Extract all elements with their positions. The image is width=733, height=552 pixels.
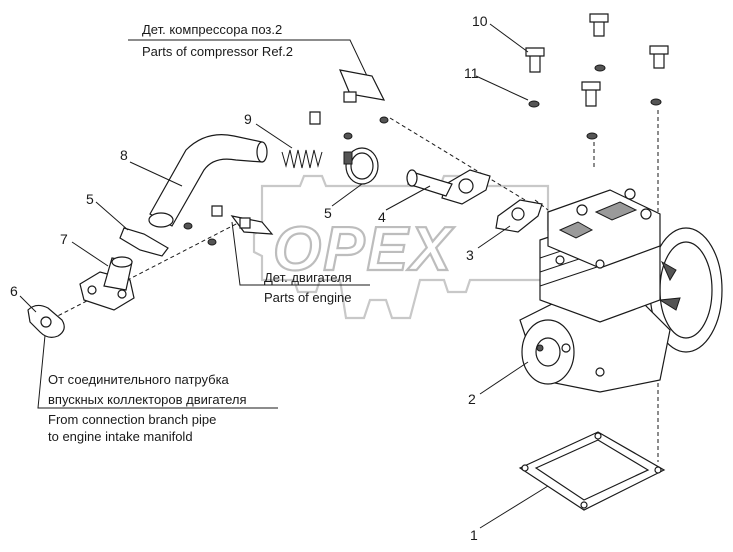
callout-5-lower: 5 <box>86 191 94 207</box>
part-3-flange-gasket <box>495 199 543 233</box>
part-5-hose-clamp <box>343 147 379 185</box>
caption-branch-ru-2: впускных коллекторов двигателя <box>48 392 247 407</box>
callout-3: 3 <box>466 247 474 263</box>
caption-branch-ru-1: От соединительного патрубка <box>48 372 230 387</box>
part-2-compressor <box>519 188 723 393</box>
callout-numbers: 10 11 9 8 5 7 6 5 4 3 2 1 <box>10 13 488 543</box>
callout-8: 8 <box>120 147 128 163</box>
bolt-10 <box>529 53 541 73</box>
callout-7: 7 <box>60 231 68 247</box>
fasteners <box>183 13 669 246</box>
callout-6: 6 <box>10 283 18 299</box>
caption-branch-en-1: From connection branch pipe <box>48 412 216 427</box>
watermark-text: OPEX <box>273 215 455 284</box>
callout-11: 11 <box>464 65 479 81</box>
part-1-gasket <box>518 431 666 511</box>
callout-5-upper: 5 <box>324 205 332 221</box>
caption-engine-ru: Дет. двигателя <box>264 270 352 285</box>
callout-2: 2 <box>468 391 476 407</box>
part-7-elbow-fitting <box>79 256 135 311</box>
caption-compressor-en: Parts of compressor Ref.2 <box>142 44 293 59</box>
compressor-parts-caption: Дет. компрессора поз.2 Parts of compress… <box>128 22 386 101</box>
callout-1: 1 <box>470 527 478 543</box>
caption-engine-en: Parts of engine <box>264 290 351 305</box>
callout-10: 10 <box>472 13 488 29</box>
watermark-logo: OPEX <box>252 174 558 320</box>
part-4-inlet-pipe <box>406 169 491 205</box>
callout-9: 9 <box>244 111 252 127</box>
callout-4: 4 <box>378 209 386 225</box>
intake-branch-caption: От соединительного патрубка впускных кол… <box>37 324 278 444</box>
part-8-hose <box>148 134 268 228</box>
part-9-spring <box>281 149 323 169</box>
caption-branch-en-2: to engine intake manifold <box>48 429 193 444</box>
part-6-gasket <box>27 304 65 338</box>
part-5-lower-gasket <box>119 227 169 257</box>
caption-compressor-ru: Дет. компрессора поз.2 <box>142 22 282 37</box>
callout-leaders <box>19 23 549 529</box>
